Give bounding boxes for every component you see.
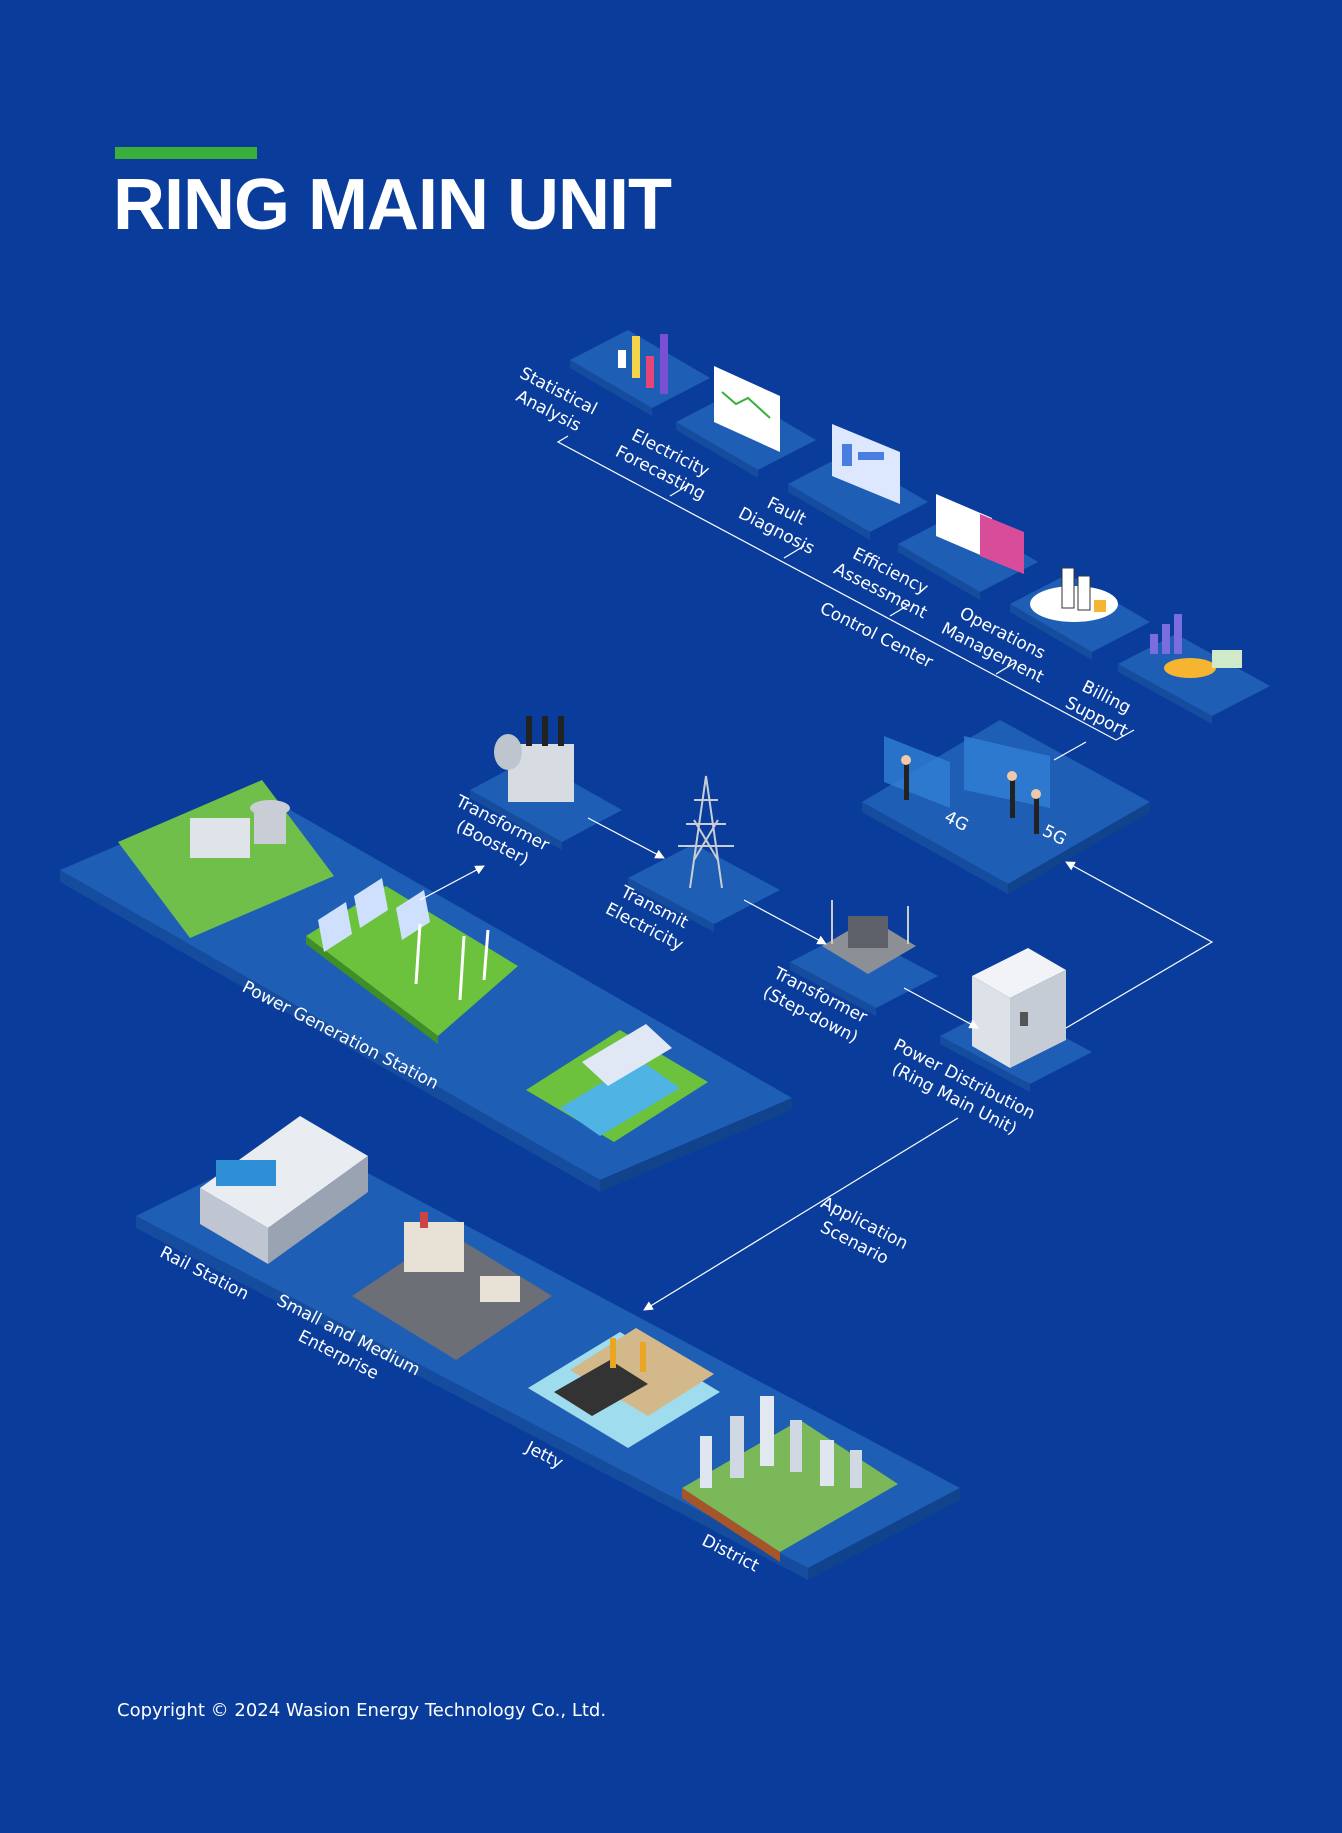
tile-billing-support xyxy=(1118,634,1270,724)
jetty-port-icon xyxy=(528,1328,720,1448)
city-district-icon xyxy=(682,1396,898,1562)
tile-efficiency-assessment xyxy=(898,514,1038,600)
rail-station-icon xyxy=(200,1116,368,1264)
tile-transmit-electricity xyxy=(628,844,780,932)
solar-wind-farm-icon xyxy=(306,878,518,1044)
forecast-dashboard-icon xyxy=(714,366,780,452)
page-title: RING MAIN UNIT xyxy=(113,165,672,245)
ring-main-unit-cabinet-icon xyxy=(972,948,1066,1068)
efficiency-laptop-icon xyxy=(936,494,1024,574)
billing-money-icon xyxy=(1150,614,1242,678)
network-screens-icon xyxy=(884,736,1050,834)
diagnosis-screen-icon xyxy=(832,424,900,504)
power-plant-icon xyxy=(118,780,334,938)
flow-arrows xyxy=(419,817,1214,1311)
label-application-scenario: Application Scenario xyxy=(817,1193,911,1269)
copyright-footer: Copyright © 2024 Wasion Energy Technolog… xyxy=(117,1700,607,1721)
hydro-dam-icon xyxy=(526,1024,708,1142)
substation-icon xyxy=(822,900,916,974)
factory-icon xyxy=(352,1212,552,1360)
bar-chart-icon xyxy=(618,334,668,394)
tile-fault-diagnosis xyxy=(788,454,928,540)
control-center-bracket xyxy=(556,435,1135,761)
transmission-tower-icon xyxy=(678,775,734,889)
label-billing-support: Billing Support xyxy=(1062,677,1134,742)
title-accent-bar xyxy=(115,147,257,159)
transformer-booster-icon xyxy=(494,716,574,802)
server-cloud-icon xyxy=(1030,567,1118,622)
